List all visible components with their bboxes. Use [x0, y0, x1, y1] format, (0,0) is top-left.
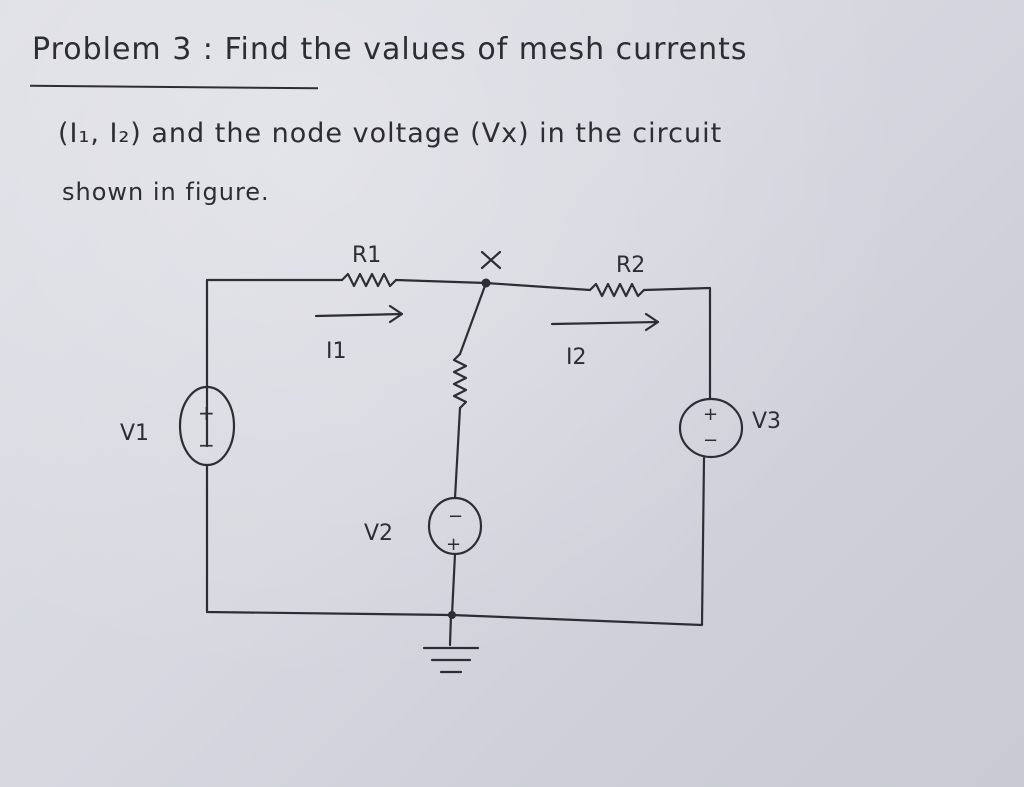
node-bottom-dot	[448, 611, 456, 619]
current-arrow-i2	[550, 312, 660, 332]
node-x-dot	[481, 278, 491, 288]
label-v3: V3	[752, 409, 781, 434]
v3-minus-sign: −	[703, 430, 718, 451]
ground-stem	[448, 613, 453, 647]
v3-plus-sign: +	[703, 404, 718, 425]
problem-title: Problem 3 : Find the values of mesh curr…	[32, 32, 748, 67]
label-v1: V1	[120, 421, 149, 446]
v2-plus-sign: +	[446, 534, 461, 555]
source-v1-circle	[178, 385, 236, 467]
wire-r1-to-node	[394, 278, 488, 285]
wire-v2-to-bottom	[450, 552, 457, 617]
v1-minus-sign: −	[198, 433, 215, 457]
node-x-mark	[480, 250, 502, 270]
source-v2-circle	[427, 496, 483, 556]
source-v3-circle	[678, 397, 744, 459]
v2-minus-sign: −	[448, 506, 463, 527]
label-r1: R1	[352, 243, 381, 268]
current-arrow-i1	[314, 304, 404, 324]
label-v2: V2	[364, 521, 393, 546]
v1-plus-sign: +	[198, 401, 215, 425]
resistor-r1	[340, 272, 398, 288]
wire-node-to-r2	[484, 281, 592, 292]
problem-text-line-2: (I₁, I₂) and the node voltage (Vx) in th…	[58, 118, 723, 149]
label-r2: R2	[616, 253, 645, 278]
wire-top-right	[642, 286, 712, 400]
label-i2: I2	[566, 345, 587, 370]
label-i1: I1	[326, 339, 347, 364]
problem-text-line-3: shown in figure.	[62, 178, 270, 206]
wire-middle-upper	[458, 281, 488, 356]
wire-middle-lower	[453, 406, 462, 500]
resistor-r2	[588, 282, 646, 298]
resistor-r3	[452, 352, 468, 410]
wire-top-left	[205, 278, 344, 448]
